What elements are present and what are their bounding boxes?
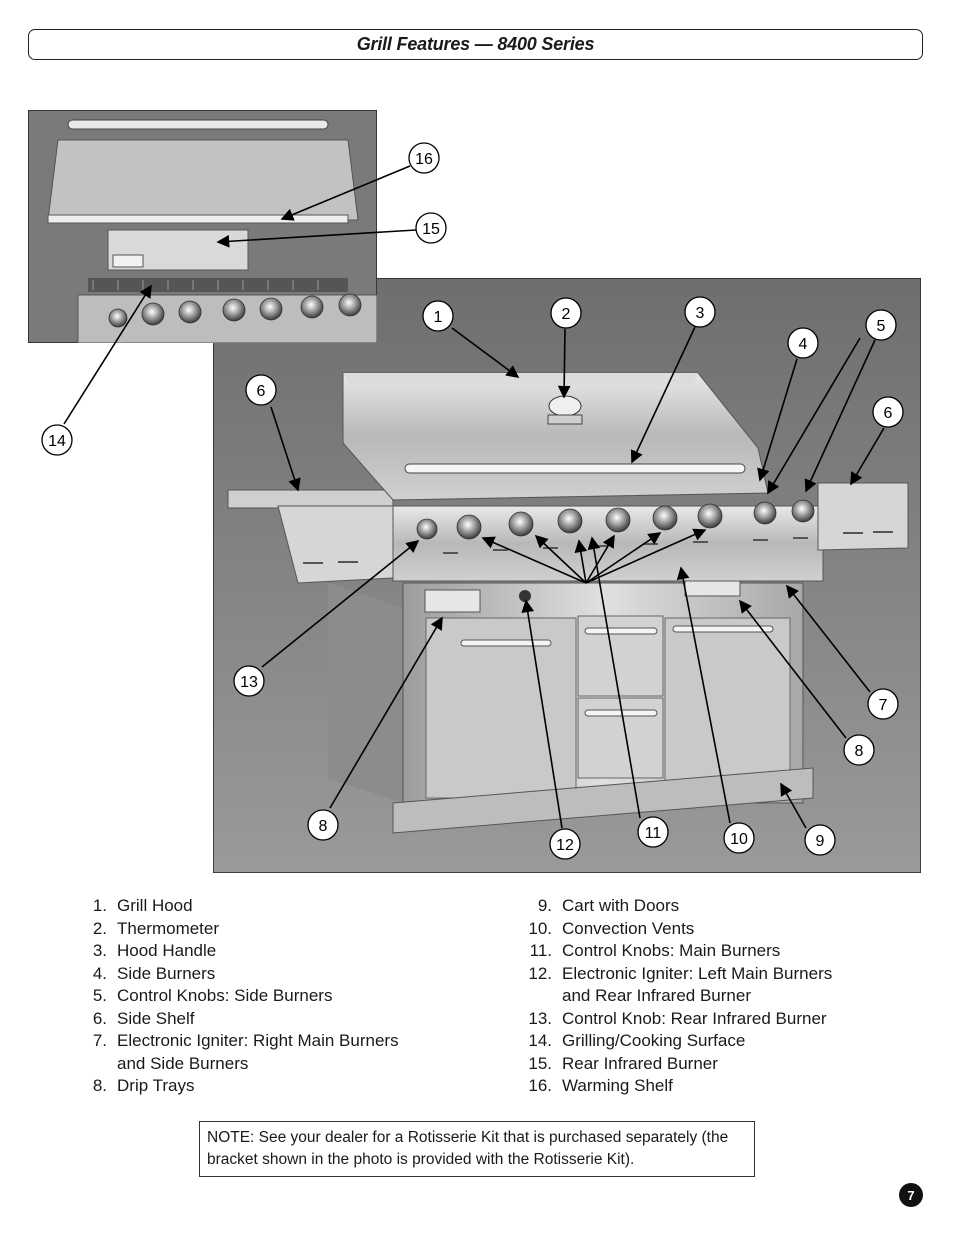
callout-4: 4 xyxy=(799,336,808,353)
list-item: 11.Control Knobs: Main Burners xyxy=(529,941,781,960)
callout-10: 10 xyxy=(730,831,748,848)
callout-2: 2 xyxy=(562,306,571,323)
list-item: 7.Electronic Igniter: Right Main Burners… xyxy=(92,1031,399,1073)
list-item: 13.Control Knob: Rear Infrared Burner xyxy=(528,1008,827,1028)
list-item: 16.Warming Shelf xyxy=(528,1076,673,1095)
list-item: 15.Rear Infrared Burner xyxy=(528,1053,718,1073)
callout-13: 13 xyxy=(240,674,258,691)
list-item: 5.Control Knobs: Side Burners xyxy=(92,986,333,1005)
grill-inset-photo xyxy=(28,110,377,343)
callout-6-right: 6 xyxy=(884,405,893,422)
page-title-box: Grill Features — 8400 Series xyxy=(28,29,923,60)
list-item: 12.Electronic Igniter: Left Main Burners… xyxy=(528,963,833,1006)
callout-14: 14 xyxy=(48,433,66,450)
list-item: 3.Hood Handle xyxy=(92,941,217,960)
list-item: 2.Thermometer xyxy=(92,918,220,938)
list-item: 14.Grilling/Cooking Surface xyxy=(528,1031,746,1050)
callout-7: 7 xyxy=(879,697,888,714)
list-item: 8.Drip Trays xyxy=(92,1076,195,1095)
list-item: 10.Convection Vents xyxy=(528,918,695,938)
callout-1: 1 xyxy=(434,309,443,326)
list-item: 9.Cart with Doors xyxy=(537,896,680,915)
callout-12: 12 xyxy=(556,837,574,854)
feature-list-left: 1.Grill Hood 2.Thermometer 3.Hood Handle… xyxy=(72,895,492,1098)
page-title: Grill Features — 8400 Series xyxy=(356,34,595,54)
callout-3: 3 xyxy=(696,305,705,322)
callout-9: 9 xyxy=(816,833,825,850)
page-number: 7 xyxy=(899,1183,923,1207)
callout-16: 16 xyxy=(415,151,433,168)
callout-11: 11 xyxy=(645,825,662,842)
callout-8-right: 8 xyxy=(855,743,864,760)
list-item: 1.Grill Hood xyxy=(92,896,193,915)
callout-5: 5 xyxy=(877,318,886,335)
rotisserie-note: NOTE: See your dealer for a Rotisserie K… xyxy=(199,1121,755,1177)
list-item: 6.Side Shelf xyxy=(92,1008,195,1028)
list-item: 4.Side Burners xyxy=(92,963,216,983)
callout-6-left: 6 xyxy=(257,383,266,400)
callout-8-left: 8 xyxy=(319,818,328,835)
callout-15: 15 xyxy=(422,221,440,238)
feature-list-right: 9.Cart with Doors 10.Convection Vents 11… xyxy=(518,895,938,1098)
